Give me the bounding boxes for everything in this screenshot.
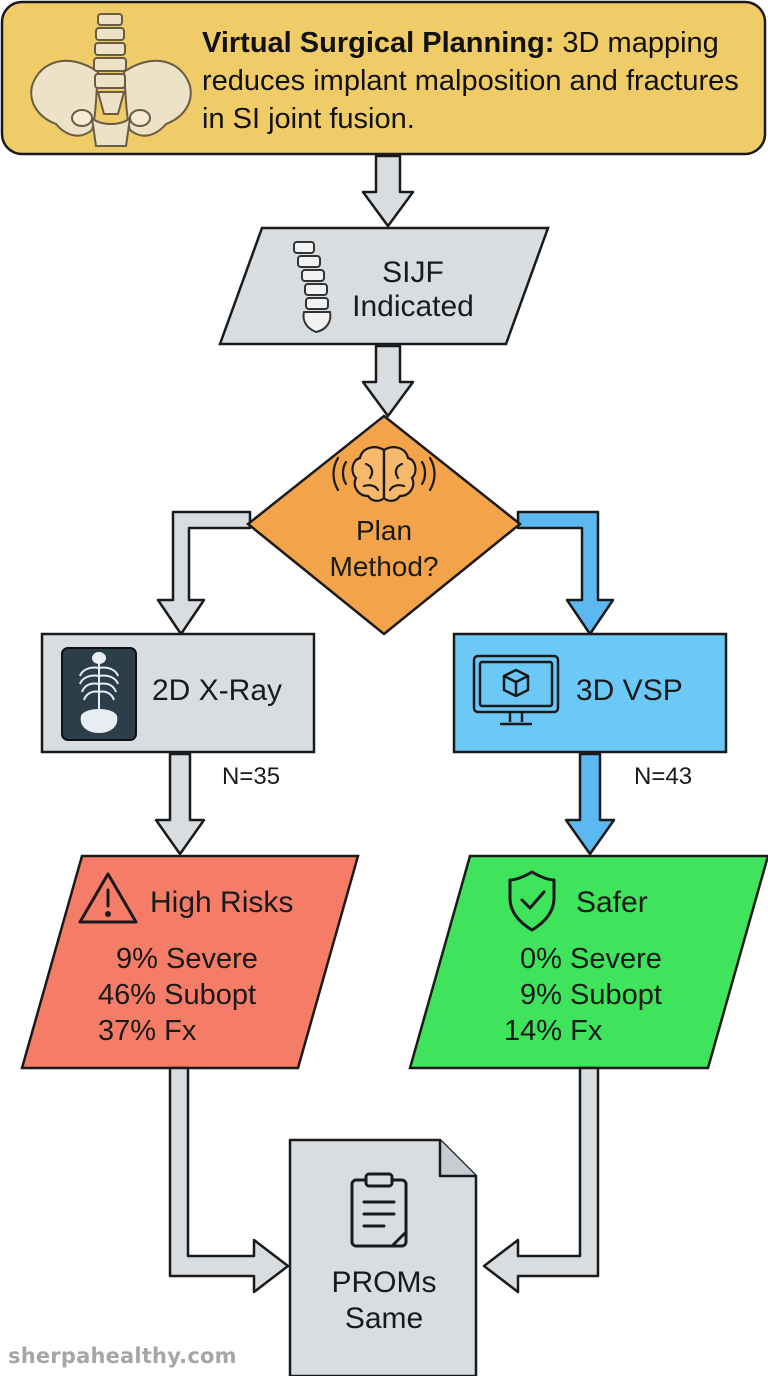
header-box (0, 0, 767, 156)
safer-line1: 0% Severe (520, 943, 662, 975)
method-3d-label: 3D VSP (576, 674, 683, 707)
safer-line3: 14% Fx (504, 1015, 603, 1047)
arrow-header-to-start (361, 154, 415, 228)
arrow-risk-to-outcome (168, 1066, 290, 1294)
pelvis-icon (30, 13, 192, 147)
header-title-bold: Virtual Surgical Planning: (202, 27, 555, 59)
result-high-risk (20, 854, 360, 1070)
spine-icon (293, 241, 332, 334)
header-title: Virtual Surgical Planning: 3D mapping re… (202, 24, 750, 138)
shield-check-icon (508, 870, 556, 932)
safer-title: Safer (576, 886, 648, 919)
method-3d-vsp (452, 632, 728, 754)
method-2d-label: 2D X-Ray (152, 674, 282, 707)
arrow-2d-to-risk (154, 752, 206, 856)
arrow-3d-to-safer (564, 752, 616, 856)
arrow-decision-to-2d (156, 510, 252, 636)
xray-icon (61, 647, 137, 741)
brain-icon (332, 446, 436, 502)
decision-line2: Method? (330, 551, 439, 582)
header-title-rest: 3D mapping reduces implant malposition a… (202, 27, 739, 135)
risk-title: High Risks (150, 886, 293, 919)
clipboard-icon (350, 1172, 408, 1248)
decision-line1: Plan (356, 515, 412, 546)
outcome-line2: Same (345, 1302, 423, 1335)
safer-line2: 9% Subopt (520, 979, 662, 1011)
decision-node (246, 414, 522, 636)
result-safer (408, 854, 768, 1070)
n-3d: N=43 (634, 763, 692, 790)
outcome-node (288, 1138, 478, 1376)
arrow-decision-to-3d (516, 510, 615, 636)
arrow-start-to-decision (361, 344, 415, 418)
warning-icon (78, 872, 138, 924)
risk-line2: 46% Subopt (98, 979, 256, 1011)
risk-line3: 37% Fx (98, 1015, 197, 1047)
start-line2: Indicated (352, 290, 474, 323)
outcome-line1: PROMs (332, 1266, 437, 1299)
monitor-cube-icon (472, 654, 560, 726)
n-2d: N=35 (222, 763, 280, 790)
outcome-page-fold (438, 1140, 476, 1178)
risk-line1: 9% Severe (116, 943, 258, 975)
arrow-safer-to-outcome (482, 1066, 600, 1294)
watermark: sherpahealthy.com (8, 1344, 237, 1368)
start-line1: SIJF (382, 256, 444, 289)
